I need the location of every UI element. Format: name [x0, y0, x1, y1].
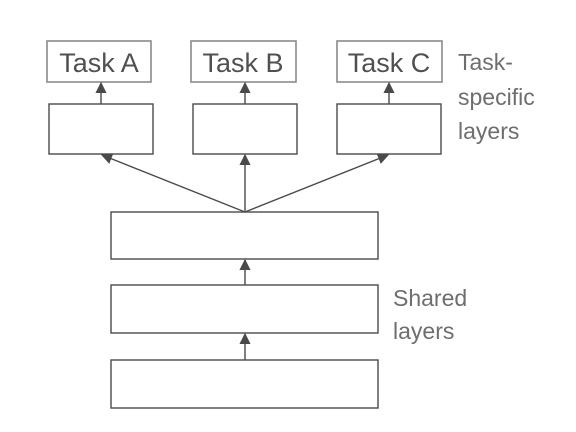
task-specific-label-line2: specific	[458, 84, 535, 110]
task-b-node: Task B	[190, 40, 297, 83]
task-specific-label-line1: Task-	[458, 49, 513, 75]
task-specific-layers-label: Task- specific layers	[458, 49, 535, 144]
task-specific-label-line3: layers	[458, 118, 519, 144]
task-b-specific-layer	[192, 103, 298, 155]
arrow-shared-to-task-a-layer	[100, 153, 246, 213]
task-a-label: Task A	[59, 48, 139, 78]
task-b-label: Task B	[202, 48, 283, 78]
task-a-box	[46, 40, 152, 83]
shared-layer-middle	[110, 284, 379, 334]
task-b-box	[190, 40, 297, 83]
task-c-label: Task C	[348, 48, 431, 78]
task-c-node: Task C	[336, 40, 443, 83]
task-a-node: Task A	[46, 40, 152, 83]
shared-layer-bottom	[110, 359, 379, 409]
arrow-shared-to-task-c-layer	[244, 153, 390, 213]
shared-layer-top	[110, 211, 379, 260]
task-c-specific-layer	[336, 103, 442, 155]
shared-layers-label: Shared layers	[393, 285, 467, 344]
shared-label-line1: Shared	[393, 285, 467, 311]
task-a-specific-layer	[48, 103, 154, 155]
shared-label-line2: layers	[393, 318, 454, 344]
